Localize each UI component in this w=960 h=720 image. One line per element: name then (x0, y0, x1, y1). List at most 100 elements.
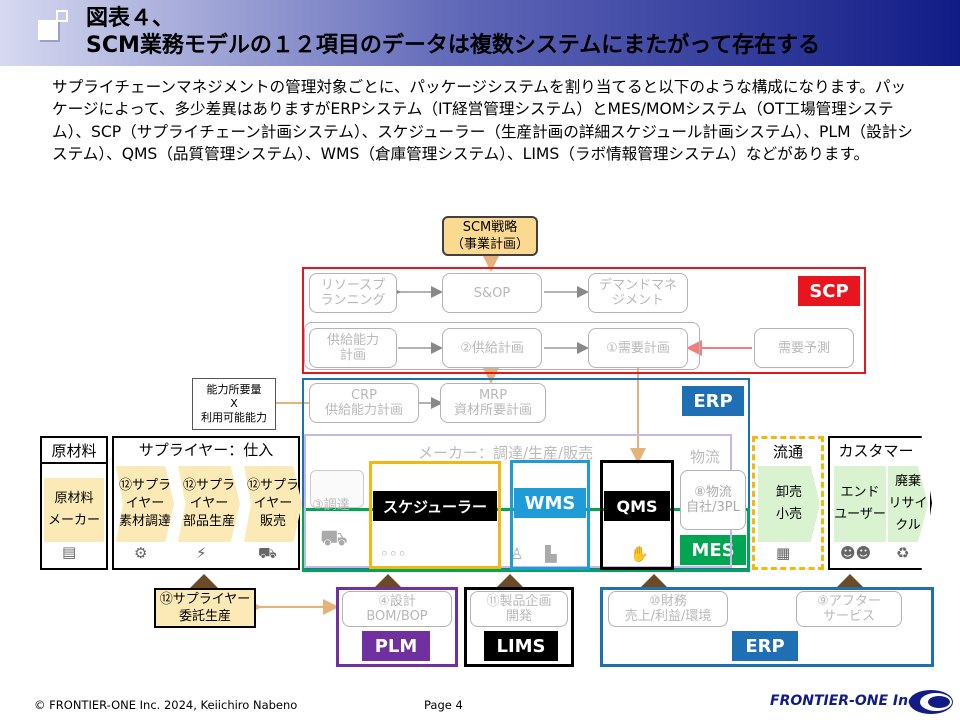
sop-box: S&OP (442, 273, 542, 313)
factory-icon: ▙ (545, 545, 557, 563)
supplier-item-3-label3: 販売 (259, 514, 286, 529)
footer-logo-text: FRONTIER-ONE Inc. (770, 693, 922, 709)
crp-label2: 供給能力計画 (324, 403, 403, 418)
supplier-item-1-label1: ⑫サプラ (118, 478, 171, 493)
capacity-note-label2: X (230, 397, 238, 410)
supplier-header: サプライヤー：仕入 (138, 440, 274, 459)
end-user-label1: エンド (840, 485, 880, 500)
erp-bottom-label: ERP (732, 631, 798, 661)
title-square-icon (38, 20, 58, 40)
product-planning-label2: 開発 (505, 609, 532, 624)
logo-icon (909, 690, 953, 714)
supply-plan-box: ②供給計画 (442, 328, 542, 368)
page-number: Page 4 (424, 698, 463, 712)
finance-label1: ⑩財務 (649, 594, 687, 609)
mrp-label2: 資材所要計画 (453, 403, 532, 418)
after-service-label1: ⑨アフター (817, 594, 881, 609)
intro-paragraph: サプライチェーンマネジメントの管理対象ごとに、パッケージシステムを割り当てると以… (52, 78, 913, 164)
qms-label: QMS (604, 491, 670, 521)
supplier-item-3: ⑫サプラ イヤー 販売 (244, 466, 302, 542)
truck-icon: ⛟ (258, 544, 277, 562)
copyright: © FRONTIER-ONE Inc. 2024, Keiichiro Nabe… (34, 698, 298, 712)
supplier-item-3-label2: イヤー (253, 496, 293, 511)
procurement-box (310, 470, 364, 508)
design-box: ④設計 BOM/BOP (342, 591, 452, 627)
supplier-item-3-label1: ⑫サプラ (246, 478, 299, 493)
scheduler-label: スケジューラー (373, 491, 497, 521)
mrp-label1: MRP (478, 388, 508, 403)
distribution-column (752, 436, 824, 570)
procurement-label: ③調達 (312, 498, 350, 513)
end-user-label2: ユーザー (834, 507, 886, 522)
forecast-label: 需要予測 (777, 340, 830, 356)
supplier-item-1-label3: 素材調達 (118, 514, 171, 529)
scm-strategy-label: SCM戦略 (462, 220, 518, 235)
qms-frame (600, 460, 674, 570)
title-outline-square-icon (56, 10, 68, 22)
recycle-box: 廃棄 リサイ クル (888, 466, 928, 542)
demand-management-label1: デマンドマネ (598, 278, 677, 293)
customer-column (828, 436, 932, 570)
crp-box: CRP 供給能力計画 (309, 383, 419, 423)
distribution-label1: 卸売 (775, 485, 802, 500)
supply-plan-label: ②供給計画 (460, 340, 524, 356)
consignment-label1: ⑫サプライヤー (159, 592, 251, 607)
maker-header: メーカー：調達/生産/販売 (418, 444, 594, 462)
title-banner (0, 0, 960, 66)
lims-frame (464, 587, 574, 667)
recycle-label2: リサイ (888, 496, 928, 511)
after-service-box: ⑨アフター サービス (796, 591, 902, 627)
supplier-item-1-label2: イヤー (125, 496, 165, 511)
crp-label1: CRP (351, 388, 377, 403)
plm-frame (336, 587, 458, 667)
plm-label: PLM (362, 631, 430, 661)
plug-icon: ⚡ (196, 544, 207, 562)
supplier-item-1: ⑫サプラ イヤー 素材調達 (116, 466, 174, 542)
after-service-label2: サービス (822, 609, 875, 624)
title-line2: SCM業務モデルの１２項目のデータは複数システムにまたがって存在する (86, 33, 821, 58)
demand-management-box: デマンドマネ ジメント (588, 273, 688, 313)
gold-bars-icon: ▤ (62, 543, 77, 561)
robot-icon: ♙ (510, 545, 524, 563)
capacity-note-label3: 利用可能能力 (201, 411, 267, 424)
scm-strategy-sublabel: （事業計画） (450, 237, 529, 252)
logistics-item-label2: 自社/3PL (686, 500, 740, 515)
capacity-note-label1: 能力所要量 (206, 383, 262, 396)
consignment-box: ⑫サプライヤー 委託生産 (154, 588, 256, 628)
distribution-box: 卸売 小売 (758, 466, 820, 542)
capacity-note-box: 能力所要量 X 利用可能能力 (192, 378, 276, 430)
end-user-box: エンド ユーザー (834, 466, 886, 542)
up-arrows (190, 574, 864, 590)
supplier-item-2-label1: ⑫サプラ (182, 478, 235, 493)
resource-planning-label2: ランニング (320, 293, 386, 308)
erp-bottom-frame (600, 587, 934, 667)
cart-icon: ⛟ (320, 526, 348, 551)
distribution-header: 流通 (772, 442, 803, 461)
erp-top-label: ERP (682, 386, 744, 416)
sop-label: S&OP (473, 285, 511, 301)
wms-frame (510, 460, 590, 570)
finance-label2: 売上/利益/環境 (624, 609, 712, 624)
wms-label: WMS (514, 488, 586, 518)
logistics-header: 物流 (690, 448, 721, 466)
resource-planning-label1: リソースプ (320, 278, 386, 293)
scheduler-frame (369, 461, 501, 569)
mes-label: MES (680, 535, 746, 565)
raw-material-label2: メーカー (47, 513, 100, 528)
lims-label: LIMS (484, 631, 558, 661)
design-label1: ④設計 (378, 594, 416, 609)
finance-box: ⑩財務 売上/利益/環境 (608, 591, 728, 627)
scm-strategy-box: SCM戦略 （事業計画） (442, 216, 538, 256)
distribution-label2: 小売 (775, 507, 802, 522)
trash-icon: ♻ (896, 544, 910, 562)
hand-icon: ✋ (630, 545, 649, 563)
recycle-label3: クル (895, 518, 921, 533)
scp-frame (302, 267, 866, 374)
demand-plan-box: ①需要計画 (588, 328, 688, 368)
raw-material-label1: 原材料 (54, 491, 94, 506)
product-planning-label1: ⑪製品企画 (486, 594, 552, 609)
supplier-item-2: ⑫サプラ イヤー 部品生産 (178, 466, 240, 542)
design-label2: BOM/BOP (366, 609, 428, 624)
resource-planning-box: リソースプ ランニング (309, 273, 397, 313)
